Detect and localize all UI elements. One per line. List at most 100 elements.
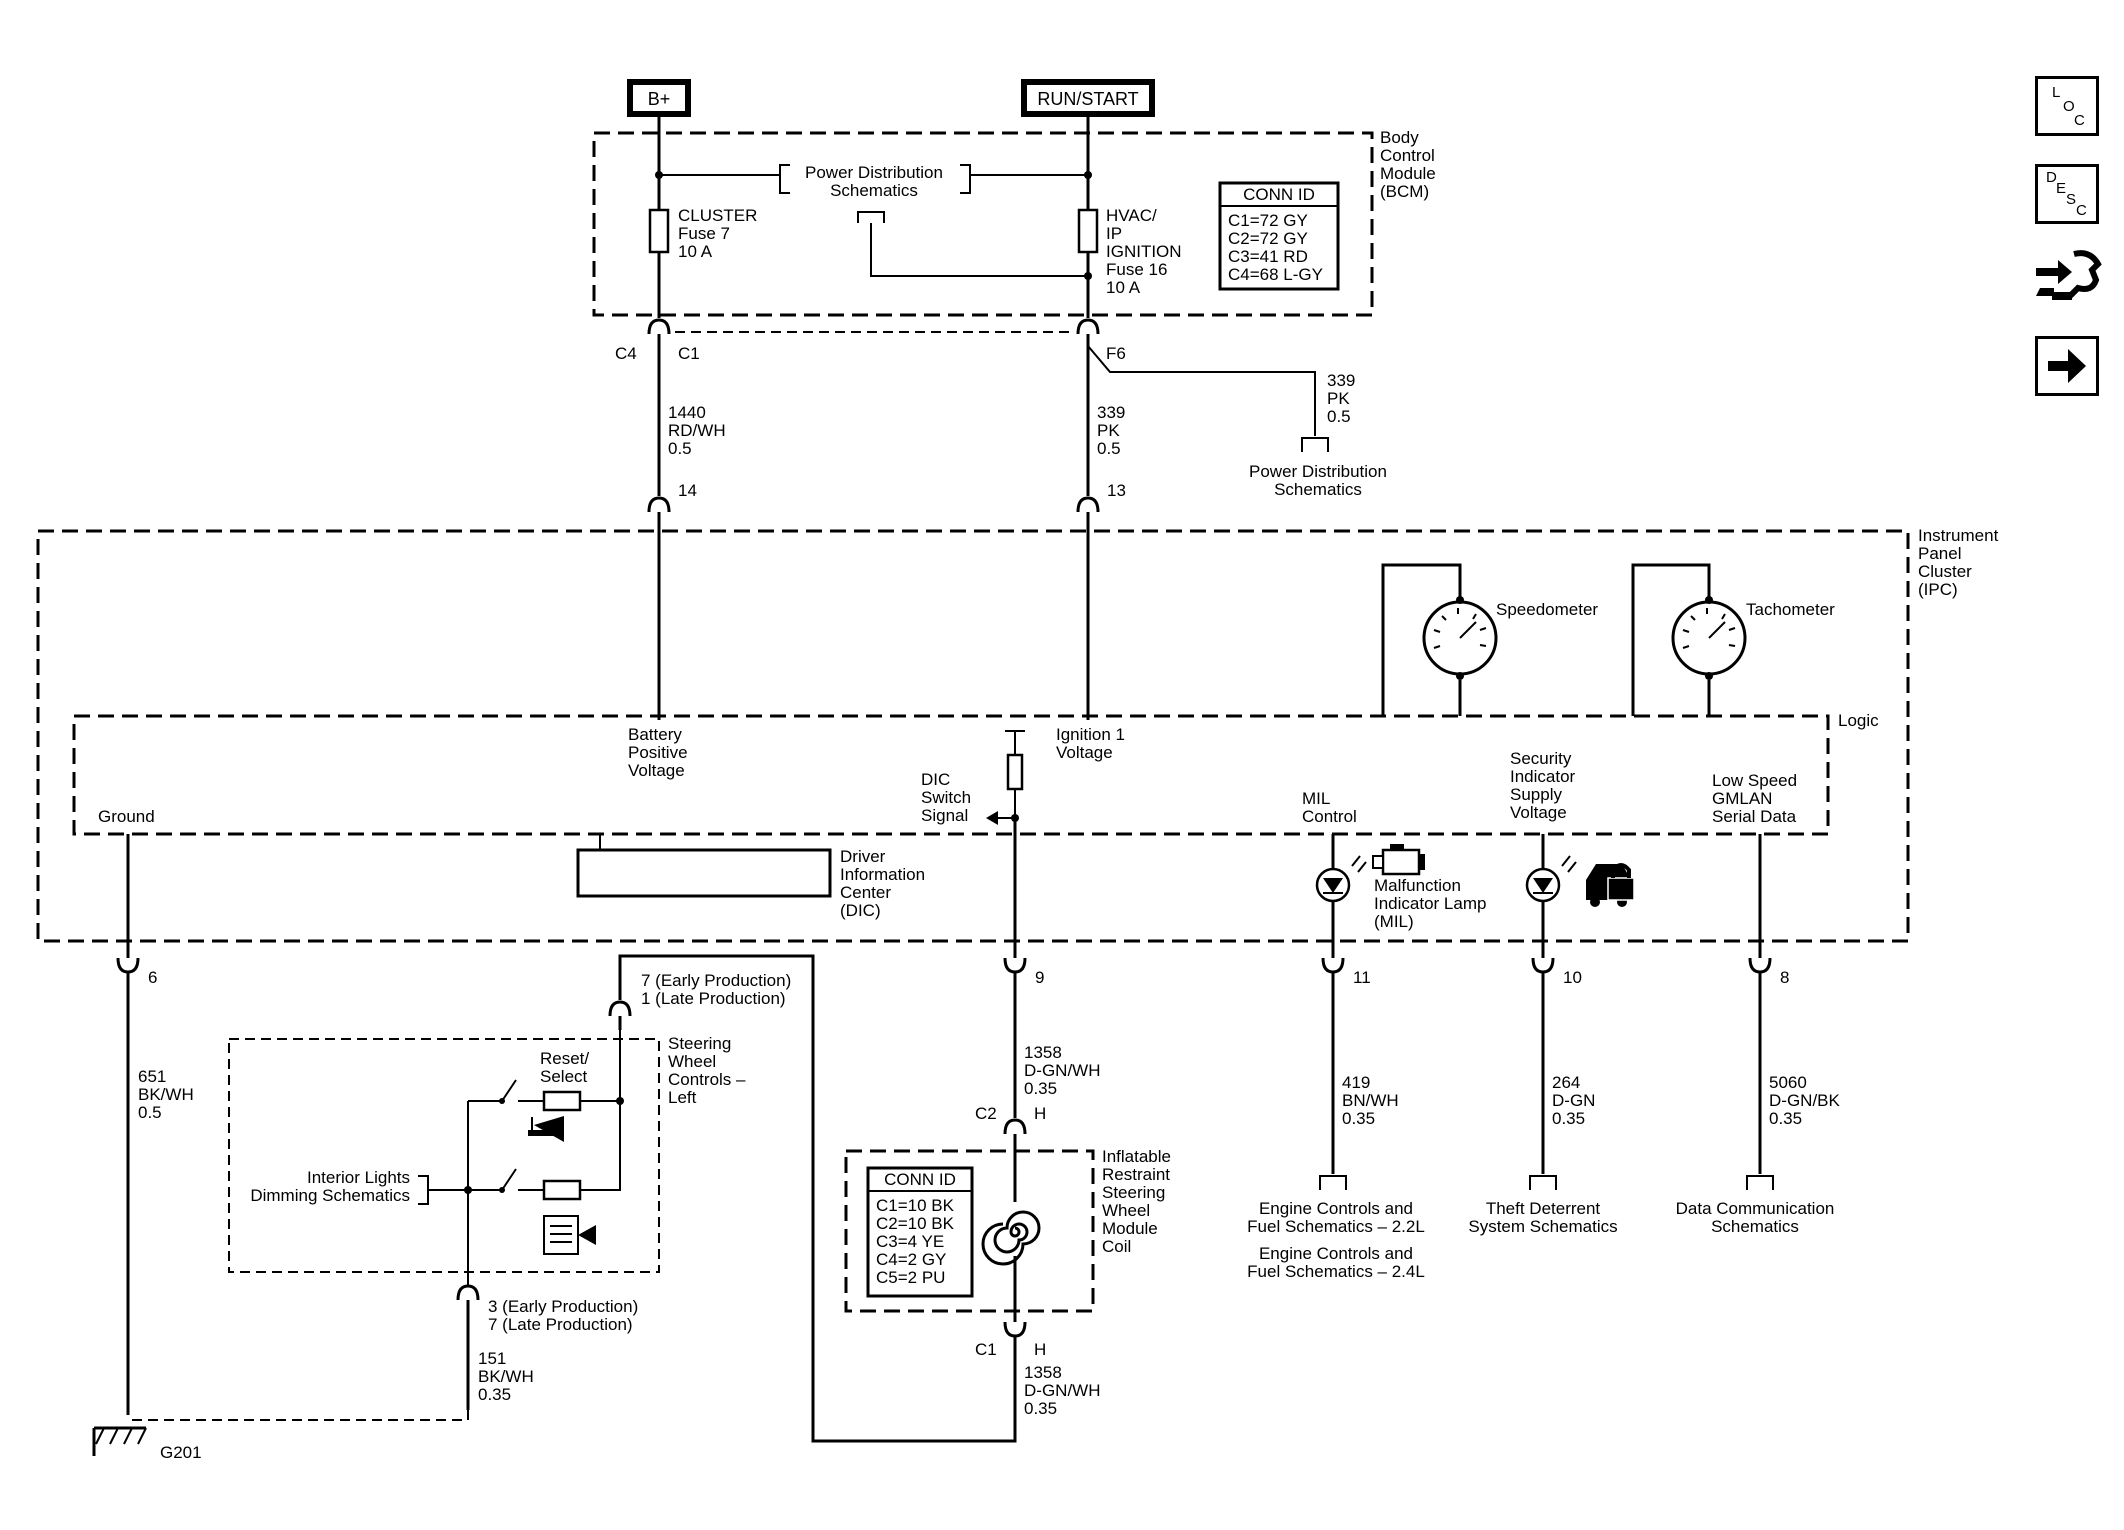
svg-text:Information: Information [840,865,925,884]
svg-text:E: E [2056,180,2066,197]
pin-9-connector [1003,957,1027,974]
pin-6-connector [116,957,140,974]
pin-13-connector [1076,496,1100,513]
battery-positive-voltage-label: Battery Positive Voltage [628,725,688,780]
mil-lamp-label: Malfunction Indicator Lamp (MIL) [1374,876,1486,931]
bcm-box [592,131,1374,317]
svg-text:10 A: 10 A [1106,278,1141,297]
svg-text:Steering: Steering [668,1034,731,1053]
theft-deterrent-ref[interactable]: Theft Deterrent System Schematics [1468,1199,1617,1236]
svg-text:C3=41 RD: C3=41 RD [1228,247,1308,266]
location-button[interactable]: L O C [2035,76,2099,136]
svg-text:Indicator: Indicator [1510,767,1576,786]
svg-text:PK: PK [1097,421,1120,440]
interior-lights-dimming-ref[interactable]: Interior Lights Dimming Schematics [250,1168,410,1205]
wrench-icon[interactable] [2030,246,2104,316]
wire-339-b-label: 339 PK 0.5 [1327,371,1355,426]
svg-text:Module: Module [1380,164,1436,183]
svg-text:Serial Data: Serial Data [1712,807,1797,826]
run-start-label: RUN/START [1037,89,1138,109]
wire-1358-b-label: 1358 D-GN/WH 0.35 [1024,1363,1100,1418]
coil-c2-connector [1003,1118,1027,1135]
svg-text:1358: 1358 [1024,1363,1062,1382]
svg-text:(MIL): (MIL) [1374,912,1414,931]
svg-text:RD/WH: RD/WH [668,421,726,440]
pds-ref-2[interactable]: Power Distribution Schematics [1249,462,1387,499]
svg-text:264: 264 [1552,1073,1580,1092]
svg-text:Select: Select [540,1067,588,1086]
c2-label: C2 [975,1104,997,1123]
svg-text:D-GN: D-GN [1552,1091,1595,1110]
dimming-resistor [542,1179,582,1201]
description-button[interactable]: D E S C [2035,164,2099,224]
svg-text:0.5: 0.5 [668,439,692,458]
svg-text:Data Communication: Data Communication [1676,1199,1835,1218]
next-arrow-button[interactable] [2035,336,2099,396]
svg-text:C: C [2076,202,2087,219]
svg-text:MIL: MIL [1302,789,1330,808]
svg-text:C: C [2074,112,2085,129]
coil-c1-connector [1003,1321,1027,1338]
ground-label: Ground [98,807,155,826]
svg-text:Center: Center [840,883,891,902]
ignition-voltage-label: Ignition 1 Voltage [1056,725,1125,762]
bcm-pds-ref[interactable]: Power Distribution Schematics [805,163,943,200]
svg-text:Fuse 7: Fuse 7 [678,224,730,243]
pin-11-label: 11 [1353,968,1371,987]
pin-7-label: 7 (Early Production) 1 (Late Production) [641,971,791,1008]
engine-controls-22-ref[interactable]: Engine Controls and Fuel Schematics – 2.… [1247,1199,1425,1236]
svg-text:Voltage: Voltage [1510,803,1567,822]
svg-text:HVAC/: HVAC/ [1106,206,1157,225]
svg-text:651: 651 [138,1067,166,1086]
svg-text:0.5: 0.5 [1327,407,1351,426]
engine-controls-24-ref[interactable]: Engine Controls and Fuel Schematics – 2.… [1247,1244,1425,1281]
bcm-c4-connector [647,318,671,335]
mil-led [1315,855,1367,903]
svg-text:Low Speed: Low Speed [1712,771,1797,790]
svg-text:0.5: 0.5 [1097,439,1121,458]
svg-text:Signal: Signal [921,806,968,825]
svg-text:Dimming Schematics: Dimming Schematics [250,1186,410,1205]
svg-text:Restraint: Restraint [1102,1165,1170,1184]
svg-text:O: O [2063,98,2075,115]
svg-text:339: 339 [1327,371,1355,390]
svg-text:0.35: 0.35 [1024,1079,1057,1098]
svg-text:Malfunction: Malfunction [1374,876,1461,895]
svg-text:Switch: Switch [921,788,971,807]
svg-text:L: L [2052,84,2060,101]
svg-text:Driver: Driver [840,847,886,866]
svg-text:Panel: Panel [1918,544,1961,563]
svg-text:0.35: 0.35 [1024,1399,1057,1418]
svg-text:Power Distribution: Power Distribution [805,163,943,182]
svg-text:C4=2 GY: C4=2 GY [876,1250,946,1269]
h1-label: H [1034,1104,1046,1123]
pin-10-label: 10 [1563,968,1582,987]
svg-text:Voltage: Voltage [628,761,685,780]
svg-text:C3=4 YE: C3=4 YE [876,1232,944,1251]
tachometer-label: Tachometer [1746,600,1835,619]
ground-g201-label: G201 [160,1443,202,1462]
svg-text:D-GN/WH: D-GN/WH [1024,1381,1100,1400]
svg-text:Control: Control [1380,146,1435,165]
svg-text:(DIC): (DIC) [840,901,881,920]
svg-text:Coil: Coil [1102,1237,1131,1256]
bcm-conn-id-table: CONN ID C1=72 GY C2=72 GY C3=41 RD C4=68… [1218,181,1340,291]
tachometer-gauge [1631,563,1747,716]
svg-text:D-GN/WH: D-GN/WH [1024,1061,1100,1080]
reset-select-resistor [542,1090,582,1112]
c1-label: C1 [678,344,700,363]
data-communication-ref[interactable]: Data Communication Schematics [1676,1199,1835,1236]
svg-text:(IPC): (IPC) [1918,580,1958,599]
svg-text:PK: PK [1327,389,1350,408]
security-led [1525,855,1577,903]
security-label: Security Indicator Supply Voltage [1510,749,1576,822]
svg-text:Theft Deterrent: Theft Deterrent [1486,1199,1601,1218]
svg-text:Controls –: Controls – [668,1070,746,1089]
svg-text:CONN ID: CONN ID [884,1170,956,1189]
svg-text:339: 339 [1097,403,1125,422]
reset-select-switch [468,1079,544,1104]
svg-text:DIC: DIC [921,770,950,789]
reset-select-label: Reset/ Select [540,1049,589,1086]
wire-419-label: 419 BN/WH 0.35 [1342,1073,1399,1128]
